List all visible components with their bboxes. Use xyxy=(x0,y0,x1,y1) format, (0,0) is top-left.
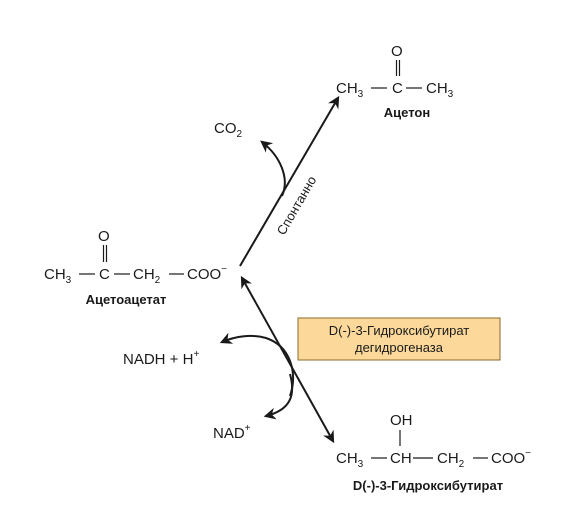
hydroxybutyrate-methyl: CH3 xyxy=(336,450,364,470)
acetoacetate-methyl: CH3 xyxy=(44,266,72,286)
hydroxybutyrate-structure: OH CH3 CH CH2 COO− D(-)-3-Гидроксибутира… xyxy=(336,412,531,493)
acetone-carbon: C xyxy=(392,80,403,97)
dehydrogenase-arrow xyxy=(240,275,335,444)
acetoacetate-oxygen: O xyxy=(98,228,110,245)
acetone-name: Ацетон xyxy=(384,105,430,120)
hydroxybutyrate-hydroxyl: OH xyxy=(390,412,413,429)
nad-arrow xyxy=(263,373,294,420)
acetoacetate-structure: O CH3 C CH2 COO− Ацетоацетат xyxy=(44,228,227,307)
acetoacetate-methylene: CH2 xyxy=(133,266,161,286)
acetone-methyl-left: CH3 xyxy=(336,80,364,100)
acetoacetate-name: Ацетоацетат xyxy=(86,292,167,307)
hydroxybutyrate-name: D(-)-3-Гидроксибутират xyxy=(353,478,503,493)
nadh-arrow xyxy=(219,332,294,397)
acetoacetate-carbon: C xyxy=(99,266,110,283)
acetoacetate-carboxylate: COO− xyxy=(187,264,227,283)
hydroxybutyrate-methine: CH xyxy=(390,450,412,467)
nad-label: NAD+ xyxy=(213,423,251,442)
enzyme-box: D(-)-3-Гидроксибутират дегидрогеназа xyxy=(297,317,501,361)
acetone-structure: O CH3 C CH3 Ацетон xyxy=(336,43,454,120)
nadh-label: NADH + H+ xyxy=(123,349,199,368)
acetone-methyl-right: CH3 xyxy=(426,80,454,100)
enzyme-box-background xyxy=(297,317,501,361)
enzyme-name-line2: дегидрогеназа xyxy=(355,340,444,355)
hydroxybutyrate-carboxylate: COO− xyxy=(491,448,531,467)
co2-release-arrow xyxy=(260,140,286,197)
acetone-oxygen: O xyxy=(391,43,403,60)
enzyme-name-line1: D(-)-3-Гидроксибутират xyxy=(329,323,470,338)
hydroxybutyrate-methylene: CH2 xyxy=(437,450,465,470)
spontaneous-arrow xyxy=(239,95,340,267)
spontaneous-label: Спонтанно xyxy=(274,173,320,237)
co2-label: CO2 xyxy=(214,120,243,140)
